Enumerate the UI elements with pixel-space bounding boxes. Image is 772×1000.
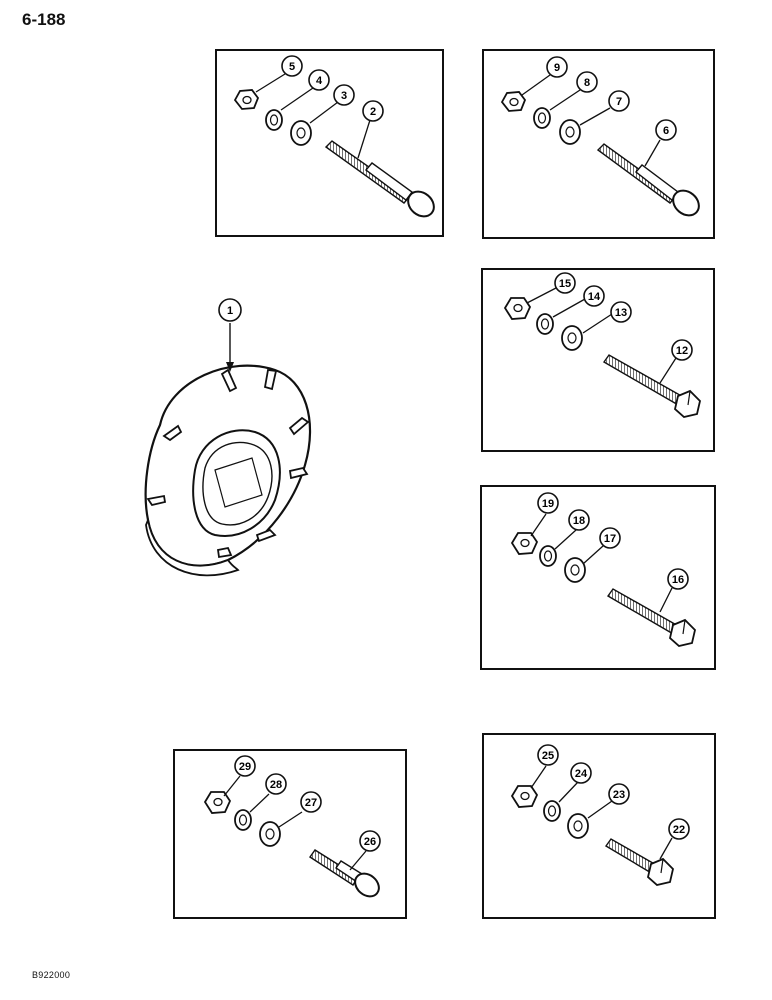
label-15: 15 — [559, 278, 571, 290]
label-16: 16 — [672, 574, 684, 586]
label-7: 7 — [616, 96, 622, 108]
label-9: 9 — [554, 62, 560, 74]
label-2: 2 — [370, 106, 376, 118]
hex-bolt-icon — [606, 588, 696, 647]
label-18: 18 — [573, 515, 585, 527]
label-22: 22 — [673, 824, 685, 836]
hardware-box-a: 5 4 3 2 — [215, 49, 444, 237]
hardware-box-d: 19 18 17 16 — [480, 485, 716, 670]
label-19: 19 — [542, 498, 554, 510]
hardware-box-e: 25 24 23 22 — [482, 733, 716, 919]
nut-icon — [503, 297, 532, 320]
hex-bolt-icon — [604, 838, 674, 886]
nut-icon — [510, 785, 539, 808]
carriage-bolt-icon — [309, 849, 380, 898]
label-14: 14 — [588, 291, 601, 303]
label-6: 6 — [663, 125, 669, 137]
lock-washer-icon — [533, 107, 551, 129]
carriage-bolt-icon — [324, 140, 435, 218]
flat-washer-icon — [290, 120, 312, 146]
flat-washer-icon — [561, 325, 583, 351]
label-8: 8 — [584, 77, 590, 89]
label-29: 29 — [239, 761, 251, 773]
label-12: 12 — [676, 345, 688, 357]
label-23: 23 — [613, 789, 625, 801]
flat-washer-icon — [259, 821, 281, 847]
label-1: 1 — [227, 305, 233, 317]
nut-icon — [233, 89, 260, 110]
label-27: 27 — [305, 797, 317, 809]
lock-washer-icon — [543, 800, 561, 822]
document-code: B922000 — [32, 970, 71, 980]
lock-washer-icon — [539, 545, 557, 567]
label-26: 26 — [364, 836, 376, 848]
label-24: 24 — [575, 768, 588, 780]
lock-washer-icon — [265, 109, 283, 131]
wheel-weight-part: 1 — [144, 298, 312, 577]
label-3: 3 — [341, 90, 347, 102]
label-28: 28 — [270, 779, 282, 791]
flat-washer-icon — [567, 813, 589, 839]
balloon-1 — [218, 298, 242, 322]
nut-icon — [203, 791, 232, 814]
hardware-box-f: 29 28 27 26 — [173, 749, 407, 919]
nut-icon — [510, 532, 539, 555]
flat-washer-icon — [559, 119, 581, 145]
label-13: 13 — [615, 307, 627, 319]
page-number: 6-188 — [22, 10, 66, 29]
hardware-box-b: 9 8 7 6 — [482, 49, 715, 239]
label-5: 5 — [289, 61, 295, 73]
lock-washer-icon — [536, 313, 554, 335]
hardware-box-c: 15 14 13 12 — [481, 268, 715, 452]
flat-washer-icon — [564, 557, 586, 583]
nut-icon — [500, 91, 527, 112]
hex-bolt-icon — [602, 354, 701, 418]
lock-washer-icon — [234, 809, 252, 831]
label-4: 4 — [316, 75, 323, 87]
label-25: 25 — [542, 750, 554, 762]
label-17: 17 — [604, 533, 616, 545]
carriage-bolt-icon — [596, 143, 700, 217]
